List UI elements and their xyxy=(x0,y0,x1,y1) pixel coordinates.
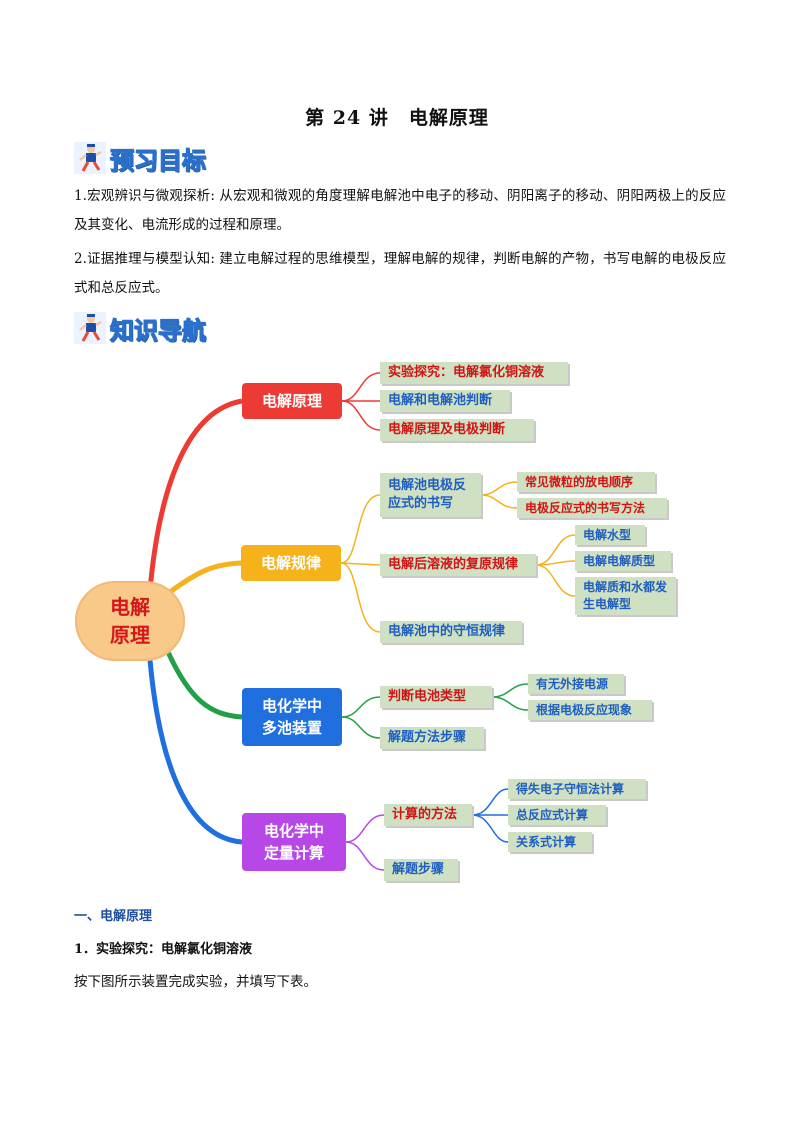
leaf-label: 电解池电极反应式的书写 xyxy=(388,478,467,511)
leaf-conservation-rule: 电解池中的守恒规律 xyxy=(380,621,522,643)
leaf-both-type: 电解质和水都发生电解型 xyxy=(575,577,676,615)
section-title: 预习目标 xyxy=(109,146,206,175)
leaf-relation-formula: 关系式计算 xyxy=(508,832,592,852)
leaf-cell-type: 判断电池类型 xyxy=(380,686,492,708)
runner-icon xyxy=(74,142,106,174)
leaf-electrolysis-judgement: 电解和电解池判断 xyxy=(380,390,510,412)
branch-node-3: 电化学中多池装置 xyxy=(242,688,342,746)
section-heading-knowledge-nav: 知识导航 xyxy=(74,310,207,346)
leaf-equation-method: 电极反应式的书写方法 xyxy=(517,498,667,518)
section-title: 知识导航 xyxy=(109,316,206,345)
leaf-electron-conservation: 得失电子守恒法计算 xyxy=(508,779,646,799)
goal-paragraph-1: 1.宏观辨识与微观探析: 从宏观和微观的角度理解电解池中电子的移动、阴阳离子的移… xyxy=(74,188,726,233)
branch-node-4: 电化学中定量计算 xyxy=(242,813,346,871)
leaf-principle-electrode: 电解原理及电极判断 xyxy=(380,419,534,441)
mindmap-center-node: 电解原理 xyxy=(75,581,185,661)
goal-paragraph-2: 2.证据推理与模型认知: 建立电解过程的思维模型，理解电解的规律，判断电解的产物… xyxy=(74,251,726,296)
leaf-water-type: 电解水型 xyxy=(575,525,645,545)
leaf-experiment-cucl2: 实验探究：电解氯化铜溶液 xyxy=(380,362,568,384)
leaf-discharge-order: 常见微粒的放电顺序 xyxy=(517,472,655,492)
branch-label: 电化学中定量计算 xyxy=(263,822,324,862)
runner-icon xyxy=(74,312,106,344)
leaf-external-power: 有无外接电源 xyxy=(528,674,624,694)
branch-node-1: 电解原理 xyxy=(242,383,342,419)
branch-label: 电解原理 xyxy=(261,392,322,410)
instruction-line: 按下图所示装置完成实验，并填写下表。 xyxy=(74,974,317,990)
branch-node-2: 电解规律 xyxy=(241,545,341,581)
branch-label: 电解规律 xyxy=(260,554,321,572)
branch-label: 电化学中多池装置 xyxy=(261,697,322,737)
leaf-reaction-phenomena: 根据电极反应现象 xyxy=(528,700,652,720)
leaf-restoration-rule: 电解后溶液的复原规律 xyxy=(380,554,536,576)
leaf-solving-steps-calc: 解题步骤 xyxy=(384,859,458,881)
section-heading-preview-goals: 预习目标 xyxy=(74,140,207,176)
subheading-experiment: 1．实验探究：电解氯化铜溶液 xyxy=(74,942,253,957)
leaf-electrode-equation: 电解池电极反应式的书写 xyxy=(380,473,481,517)
leaf-electrolyte-type: 电解电解质型 xyxy=(575,551,671,571)
page-title: 第 24 讲 电解原理 xyxy=(305,107,489,129)
center-label: 电解原理 xyxy=(110,595,150,647)
leaf-label: 电解质和水都发生电解型 xyxy=(583,580,668,611)
section-heading-electrolysis: 一、电解原理 xyxy=(74,909,153,924)
leaf-solving-steps: 解题方法步骤 xyxy=(380,727,484,749)
leaf-overall-equation: 总反应式计算 xyxy=(508,805,606,825)
leaf-calc-method: 计算的方法 xyxy=(384,804,472,826)
